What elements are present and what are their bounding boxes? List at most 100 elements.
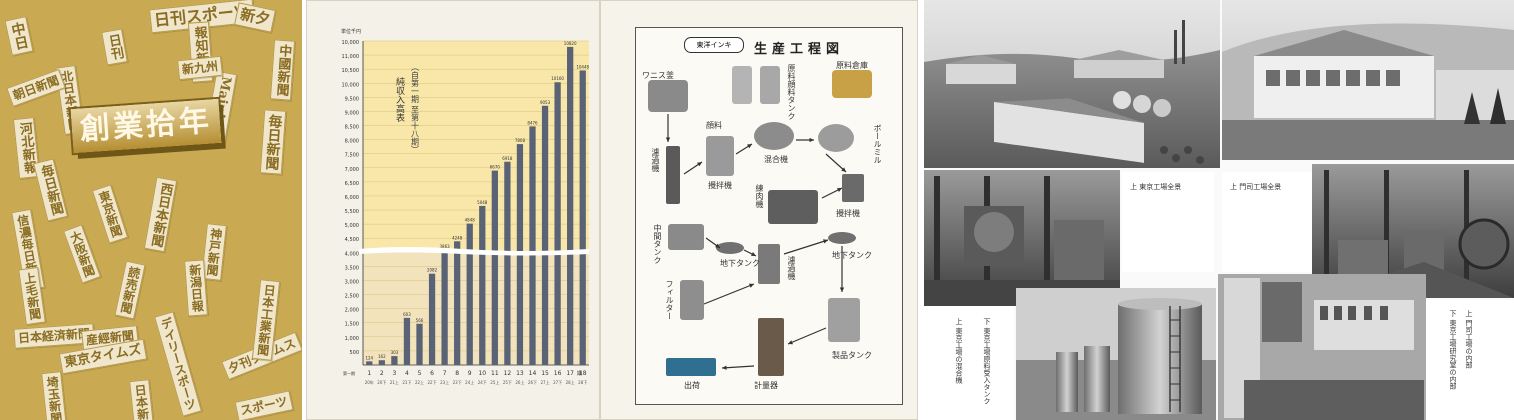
caption-lab: 下 東京工場研究室の内部: [1449, 310, 1457, 390]
photo-lab: [1218, 274, 1426, 420]
flow-arrowhead: [697, 162, 702, 167]
chart-bar: [554, 82, 561, 366]
bar-value-label: 10448: [576, 64, 589, 69]
bar-value-label: 2082: [427, 268, 438, 273]
under-tank-1: [716, 242, 744, 254]
bar-value-label: 6918: [502, 156, 513, 161]
strainer-machine: [680, 280, 704, 320]
x-sublabel: 24上: [465, 379, 474, 385]
y-tick-label: 8,500: [345, 125, 359, 131]
shipping-truck: [666, 358, 716, 376]
x-sublabel: 28上: [566, 379, 575, 385]
flow-label-ball-mill: ボールミル: [873, 124, 882, 164]
flow-label-varnish-kettle: ワニス釜: [642, 71, 674, 80]
flow-label-filter-press: 濾過機: [787, 256, 796, 280]
flow-label-under-tank1: 地下タンク: [720, 259, 760, 268]
x-sublabel: 23下: [453, 380, 462, 385]
newspaper-masthead: 毎日新聞: [259, 109, 287, 175]
newspaper-masthead: デイリースポーツ: [154, 311, 202, 417]
flow-arrowhead: [839, 287, 845, 292]
x-tick-label: 18: [579, 370, 587, 377]
flow-arrowhead: [751, 252, 756, 256]
bar-value-label: 8476: [527, 120, 538, 125]
flow-arrowhead: [715, 243, 720, 248]
period-label: 第一期: [343, 370, 355, 376]
x-sublabel: 27上: [541, 379, 550, 385]
x-tick-label: 10: [478, 370, 486, 377]
bar-value-label: 162: [378, 354, 386, 359]
newspaper-masthead: 新夕: [234, 2, 276, 33]
x-tick-label: 16: [554, 370, 562, 377]
y-tick-label: 1,000: [345, 336, 359, 342]
revenue-chart: 10,00011,00010,50010,0009,5009,0008,5008…: [341, 28, 590, 385]
chart-bar: [504, 161, 511, 365]
flow-arrowhead: [823, 239, 828, 244]
newspaper-masthead: 朝日新聞: [6, 69, 66, 107]
flow-label-product-tank: 製品タンク: [832, 351, 872, 360]
flow-arrowhead: [841, 167, 846, 172]
flow-arrow: [787, 327, 827, 345]
bar-value-label: 10820: [564, 41, 577, 46]
newspaper-masthead: スポーツ: [234, 390, 294, 420]
caption-mixer: 上 東京工場の混合機: [955, 318, 963, 384]
flow-label-shipping: 出荷: [684, 381, 700, 390]
mixer-machine: [754, 122, 794, 150]
y-tick-label: 500: [349, 350, 359, 356]
newspaper-masthead: 東京新聞: [91, 184, 129, 244]
flow-label-pigment-tank: 原料顔料タンク: [787, 64, 796, 120]
caption-box-2: [1222, 172, 1314, 272]
pigment-tank-1: [732, 66, 752, 104]
x-sublabel: 25上: [490, 379, 499, 385]
photo-tokyo-tanks: [1016, 288, 1216, 420]
newspaper-masthead: 中日: [4, 16, 34, 56]
y-tick-label: 4,500: [345, 237, 359, 243]
bar-value-label: 4248: [452, 235, 463, 240]
chart-bar: [416, 323, 423, 365]
flow-arrowhead: [665, 137, 671, 142]
x-tick-label: 15: [541, 370, 549, 377]
x-sublabel: 25下: [503, 380, 512, 385]
x-tick-label: 14: [529, 370, 537, 377]
newspaper-masthead: 読売新聞: [114, 260, 146, 320]
x-sublabel: 21上: [390, 379, 399, 385]
roll-mill-machine: [768, 190, 818, 224]
flow-frame: 生産工程図 東洋インキ ワニス釜原料顔料タンク原料倉庫濾過機顔料攪拌機混合機ボー…: [635, 27, 903, 405]
chart-bar: [466, 223, 473, 365]
varnish-kettle-machine: [648, 80, 688, 112]
flow-label-stirrer2: 攪拌機: [836, 209, 860, 218]
chart-title: 純収入高表: [394, 76, 405, 123]
y-tick-label: 9,500: [345, 96, 359, 102]
factory-photos: [924, 0, 1514, 420]
bar-value-label: 3863: [440, 244, 451, 249]
newspaper-masthead: 中國新聞: [269, 39, 296, 101]
caption-strip-left: [924, 306, 1014, 420]
filter-machine: [666, 146, 680, 204]
chart-bar: [491, 170, 498, 365]
bar-value-label: 124: [365, 355, 373, 360]
meter-machine: [758, 318, 784, 376]
y-tick-label: 8,000: [345, 139, 359, 145]
y-tick-label: 10,500: [342, 68, 360, 74]
y-tick-label: 3,500: [345, 265, 359, 271]
y-tick-label: 3,000: [345, 279, 359, 285]
y-tick-label: 5,500: [345, 209, 359, 215]
bar-value-label: 7808: [515, 138, 526, 143]
x-tick-label: 8: [455, 370, 459, 377]
y-tick-label: 1,500: [345, 322, 359, 328]
flow-arrowhead: [837, 188, 842, 192]
flow-arrow: [721, 365, 755, 369]
chart-bar: [567, 46, 574, 366]
flow-label-filter: 濾過機: [651, 148, 660, 172]
flow-label-strainer: フィルター: [665, 280, 674, 320]
x-sublabel: 22上: [415, 379, 424, 385]
x-tick-label: 12: [504, 370, 512, 377]
chart-bar: [541, 105, 549, 366]
photo-mixer-interior: [924, 170, 1120, 306]
flow-arrowhead: [809, 137, 814, 143]
flow-arrow: [703, 283, 755, 305]
x-sublabel: 28下: [578, 380, 587, 385]
stirrer-machine: [842, 174, 864, 202]
newspaper-masthead: 西日本新聞: [143, 176, 178, 253]
x-tick-label: 5: [418, 370, 422, 377]
